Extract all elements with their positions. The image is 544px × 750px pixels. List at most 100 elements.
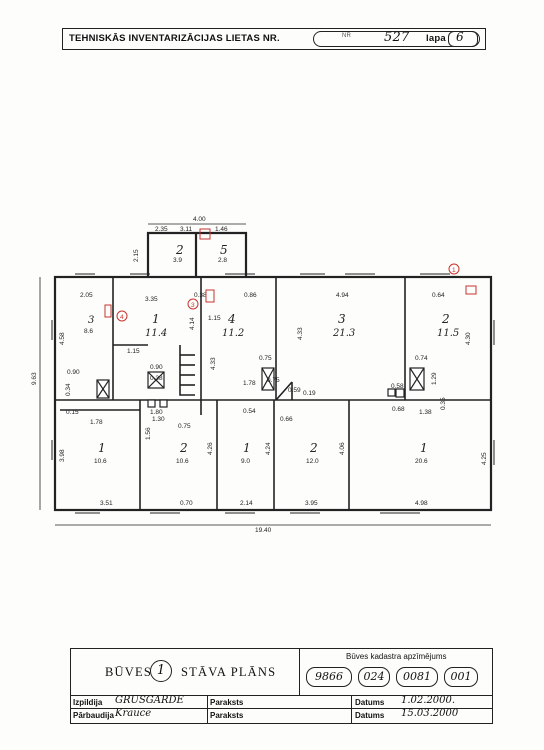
cadastre-part: 024 bbox=[358, 667, 390, 687]
page-number-box bbox=[448, 31, 478, 47]
room-number: 5 bbox=[220, 243, 228, 257]
dim-label: 3.95 bbox=[305, 500, 318, 507]
dim-label: 0.75 bbox=[259, 355, 272, 362]
room-number: 2 bbox=[441, 312, 450, 326]
dim-label: 1.56 bbox=[145, 427, 152, 440]
page-label: lapa bbox=[426, 33, 446, 44]
dim-label: 4.33 bbox=[297, 327, 304, 340]
case-number-value: 527 bbox=[384, 30, 410, 45]
dim-overall-depth: 9.63 bbox=[31, 372, 38, 385]
dim-label: 2.15 bbox=[133, 249, 140, 262]
dim-label: 4.26 bbox=[207, 442, 214, 455]
dim-label: 0.35 bbox=[440, 397, 447, 410]
room-area: 12.0 bbox=[306, 458, 319, 465]
dim-label: 4.94 bbox=[336, 292, 349, 299]
dim-label: 0.59 bbox=[288, 387, 301, 394]
dim-label: 0.90 bbox=[67, 369, 80, 376]
room-area: 11.5 bbox=[437, 328, 459, 339]
room-number: 1 bbox=[98, 441, 106, 455]
header-title: TEHNISKĀS INVENTARIZĀCIJAS LIETAS NR. bbox=[69, 33, 280, 44]
dim-label: 1.80 bbox=[150, 409, 163, 416]
title-block: BŪVES 1 STĀVA PLĀNS Būves kadastra apzīm… bbox=[70, 648, 493, 724]
room-area: 11.4 bbox=[145, 328, 167, 339]
checked-by-value: Krauce bbox=[115, 708, 152, 719]
date-value: 1.02.2000. bbox=[401, 695, 456, 706]
divider bbox=[207, 695, 208, 723]
room-area: 10.6 bbox=[176, 458, 189, 465]
dimension-labels: 2.35 2.15 3.11 1.46 2.05 3.35 0.38 0.86 … bbox=[59, 226, 488, 507]
title-buves: BŪVES bbox=[105, 665, 152, 679]
dim-label: 0.68 bbox=[392, 406, 405, 413]
room-area: 11.2 bbox=[222, 328, 244, 339]
room-number: 1 bbox=[243, 441, 251, 455]
dim-label: 0.70 bbox=[180, 500, 193, 507]
room-area: 21.3 bbox=[332, 328, 355, 339]
dim-label: 3.98 bbox=[59, 449, 66, 462]
room-area: 20.6 bbox=[415, 458, 428, 465]
dim-label: 0.58 bbox=[391, 383, 404, 390]
dim-label: 0.75 bbox=[267, 377, 280, 384]
room-area: 9.0 bbox=[241, 458, 250, 465]
dim-label: 2.05 bbox=[80, 292, 93, 299]
dim-label: 0.54 bbox=[243, 408, 256, 415]
divider bbox=[351, 695, 352, 723]
date-label: Datums bbox=[355, 698, 385, 707]
dim-label: 1.30 bbox=[152, 416, 165, 423]
cadastre-part: 9866 bbox=[306, 667, 352, 687]
dim-label: 1.78 bbox=[243, 380, 256, 387]
dim-label: 4.25 bbox=[481, 452, 488, 465]
dim-label: 0.90 bbox=[150, 364, 163, 371]
dim-label: 0.74 bbox=[415, 355, 428, 362]
dim-label: 2.35 bbox=[155, 226, 168, 233]
dim-label: 4.24 bbox=[265, 442, 272, 455]
room-area: 2.8 bbox=[218, 257, 227, 264]
dim-label: 0.34 bbox=[65, 383, 72, 396]
marker-label: 1 bbox=[452, 267, 456, 274]
dim-label: 0.86 bbox=[244, 292, 257, 299]
room-area: 8.6 bbox=[84, 328, 93, 335]
dim-label: 0.38 bbox=[150, 375, 163, 382]
dim-label: 1.78 bbox=[90, 419, 103, 426]
signature-label: Paraksts bbox=[210, 698, 244, 707]
dim-label: 4.30 bbox=[465, 332, 472, 345]
floor-number: 1 bbox=[150, 660, 172, 682]
dim-label: 4.33 bbox=[210, 357, 217, 370]
dim-label: 1.38 bbox=[419, 409, 432, 416]
dim-label: 0.38 bbox=[194, 292, 207, 299]
room-number: 2 bbox=[179, 441, 188, 455]
dim-label: 4.06 bbox=[339, 442, 346, 455]
document-header: TEHNISKĀS INVENTARIZĀCIJAS LIETAS NR. NR… bbox=[62, 28, 486, 50]
date-value: 15.03.2000 bbox=[401, 708, 459, 719]
date-label: Datums bbox=[355, 711, 385, 720]
dim-label: 0.15 bbox=[66, 409, 79, 416]
cadastre-part: 0081 bbox=[396, 667, 438, 687]
title-block-heading: BŪVES 1 STĀVA PLĀNS bbox=[71, 649, 300, 695]
signature-label: Paraksts bbox=[210, 711, 244, 720]
marker-label: 3 bbox=[191, 302, 195, 309]
dim-label: 3.51 bbox=[100, 500, 113, 507]
room-number: 4 bbox=[227, 312, 236, 326]
room-number: 1 bbox=[420, 441, 428, 455]
room-area: 3.9 bbox=[173, 257, 182, 264]
page-number-value: 6 bbox=[456, 30, 464, 44]
marker-label: 4 bbox=[120, 314, 124, 321]
dim-label: 2.14 bbox=[240, 500, 253, 507]
dim-label: 1.46 bbox=[215, 226, 228, 233]
room-area: 10.6 bbox=[94, 458, 107, 465]
dim-label: 3.11 bbox=[180, 226, 193, 233]
plan-labels: 19.40 bbox=[0, 0, 17, 2]
executed-by-value: GRUSGARDE bbox=[115, 695, 184, 706]
dim-label: 0.19 bbox=[303, 390, 316, 397]
dim-label: 0.66 bbox=[280, 416, 293, 423]
room-number: 1 bbox=[152, 312, 160, 326]
room-number: 3 bbox=[88, 315, 94, 326]
dim-label: 1.15 bbox=[127, 348, 140, 355]
cadastre-block: Būves kadastra apzīmējums 9866 024 0081 … bbox=[300, 649, 492, 695]
checked-by-label: Pārbaudija bbox=[73, 711, 114, 720]
row-executed-by: Izpildija GRUSGARDE Paraksts Datums 1.02… bbox=[71, 695, 492, 709]
floor-plan: 19.40 4.00 19.40 9.63 2 3.9 5 2.8 3 8.6 … bbox=[0, 0, 495, 534]
dim-label: 4.14 bbox=[189, 317, 196, 330]
room-number: 2 bbox=[309, 441, 318, 455]
dim-label: 4.58 bbox=[59, 332, 66, 345]
